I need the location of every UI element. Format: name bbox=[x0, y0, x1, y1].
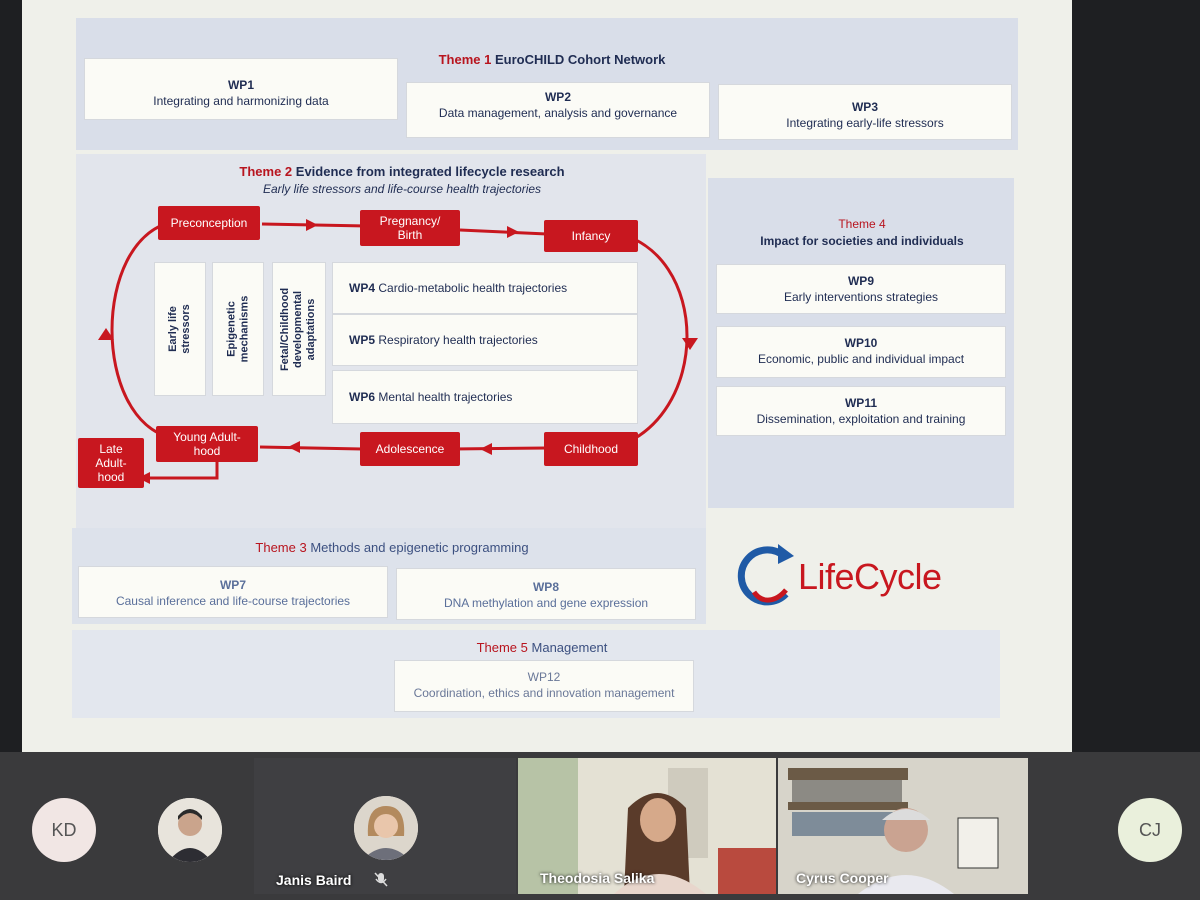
theme3-title: Theme 3 Methods and epigenetic programmi… bbox=[255, 540, 529, 555]
participant-name: Janis Baird bbox=[276, 872, 352, 888]
wp6-row: WP6 Mental health trajectories bbox=[332, 370, 638, 424]
stage-childhood: Childhood bbox=[544, 432, 638, 466]
wp10-box: WP10 Economic, public and individual imp… bbox=[716, 326, 1006, 378]
stage-young-adulthood-label: Young Adult- hood bbox=[173, 430, 241, 458]
muted-microphone-icon bbox=[374, 872, 388, 893]
arrow-icon bbox=[682, 338, 698, 350]
participant-tile-theodosia-salika[interactable]: Theodosia Salika bbox=[518, 758, 776, 894]
wp2-box: WP2 Data management, analysis and govern… bbox=[406, 82, 710, 138]
wp7-box: WP7 Causal inference and life-course tra… bbox=[78, 566, 388, 618]
stage-adolescence: Adolescence bbox=[360, 432, 460, 466]
arrow-icon bbox=[138, 472, 150, 484]
lifecycle-logo-text: LifeCycle bbox=[798, 556, 942, 597]
theme1-title: Theme 1 EuroCHILD Cohort Network bbox=[438, 52, 666, 67]
lifecycle-logo-icon bbox=[737, 544, 794, 606]
column-developmental-adaptations: Fetal/Childhood developmental adaptation… bbox=[272, 262, 326, 396]
theme5-title: Theme 5 Management bbox=[476, 640, 608, 655]
wp9-box: WP9 Early interventions strategies bbox=[716, 264, 1006, 314]
column-early-life-stressors: Early life stressors bbox=[154, 262, 206, 396]
lifecycle-loop bbox=[98, 219, 698, 484]
avatar: KD bbox=[32, 798, 96, 862]
wp8-box: WP8 DNA methylation and gene expression bbox=[396, 568, 696, 620]
theme2-subtitle: Early life stressors and life-course hea… bbox=[262, 182, 542, 196]
user-photo-icon bbox=[354, 796, 418, 860]
wp5-row: WP5 Respiratory health trajectories bbox=[332, 314, 638, 366]
arrow-icon bbox=[507, 226, 519, 238]
video-feed bbox=[518, 758, 776, 894]
participant-tile-cj[interactable]: CJ bbox=[1032, 758, 1200, 894]
avatar bbox=[158, 798, 222, 862]
participant-tile-janis-baird[interactable]: Janis Baird bbox=[254, 758, 516, 894]
theme2-title: Theme 2 Evidence from integrated lifecyc… bbox=[239, 164, 565, 179]
stage-infancy: Infancy bbox=[544, 220, 638, 252]
presentation-slide: Theme 1 EuroCHILD Cohort Network WP1 Int… bbox=[22, 0, 1072, 752]
participant-tile-cyrus-cooper[interactable]: Cyrus Cooper bbox=[778, 758, 1028, 894]
participant-strip: KD Janis Baird bbox=[0, 752, 1200, 900]
avatar bbox=[354, 796, 418, 860]
stage-pregnancy-birth: Pregnancy/ Birth bbox=[360, 210, 460, 246]
stage-late-adulthood: Late Adult- hood bbox=[78, 438, 144, 488]
column-epigenetic-mechanisms: Epigenetic mechanisms bbox=[212, 262, 264, 396]
theme4-title: Theme 4 Impact for societies and individ… bbox=[760, 217, 964, 248]
user-photo-icon bbox=[158, 798, 222, 862]
stage-preconception: Preconception bbox=[158, 206, 260, 240]
lifecycle-logo: LifeCycle bbox=[734, 540, 984, 614]
arrow-icon bbox=[98, 328, 114, 340]
arrow-icon bbox=[306, 219, 318, 231]
stage-pregnancy-birth-label: Pregnancy/ Birth bbox=[379, 214, 441, 242]
participant-name: Theodosia Salika bbox=[540, 870, 655, 886]
wp11-box: WP11 Dissemination, exploitation and tra… bbox=[716, 386, 1006, 436]
arrow-icon bbox=[288, 441, 300, 453]
participant-tile-kd[interactable]: KD bbox=[0, 758, 130, 894]
participant-name: Cyrus Cooper bbox=[796, 870, 889, 886]
arrow-icon bbox=[480, 443, 492, 455]
wp4-row: WP4 Cardio-metabolic health trajectories bbox=[332, 262, 638, 314]
wp3-box: WP3 Integrating early-life stressors bbox=[718, 84, 1012, 140]
wp1-box: WP1 Integrating and harmonizing data bbox=[84, 58, 398, 120]
stage-late-adulthood-label: Late Adult- hood bbox=[95, 442, 127, 484]
avatar: CJ bbox=[1118, 798, 1182, 862]
video-feed bbox=[778, 758, 1028, 894]
stage-young-adulthood: Young Adult- hood bbox=[156, 426, 258, 462]
participant-tile-photo[interactable] bbox=[130, 758, 250, 894]
wp12-box: WP12 Coordination, ethics and innovation… bbox=[394, 660, 694, 712]
